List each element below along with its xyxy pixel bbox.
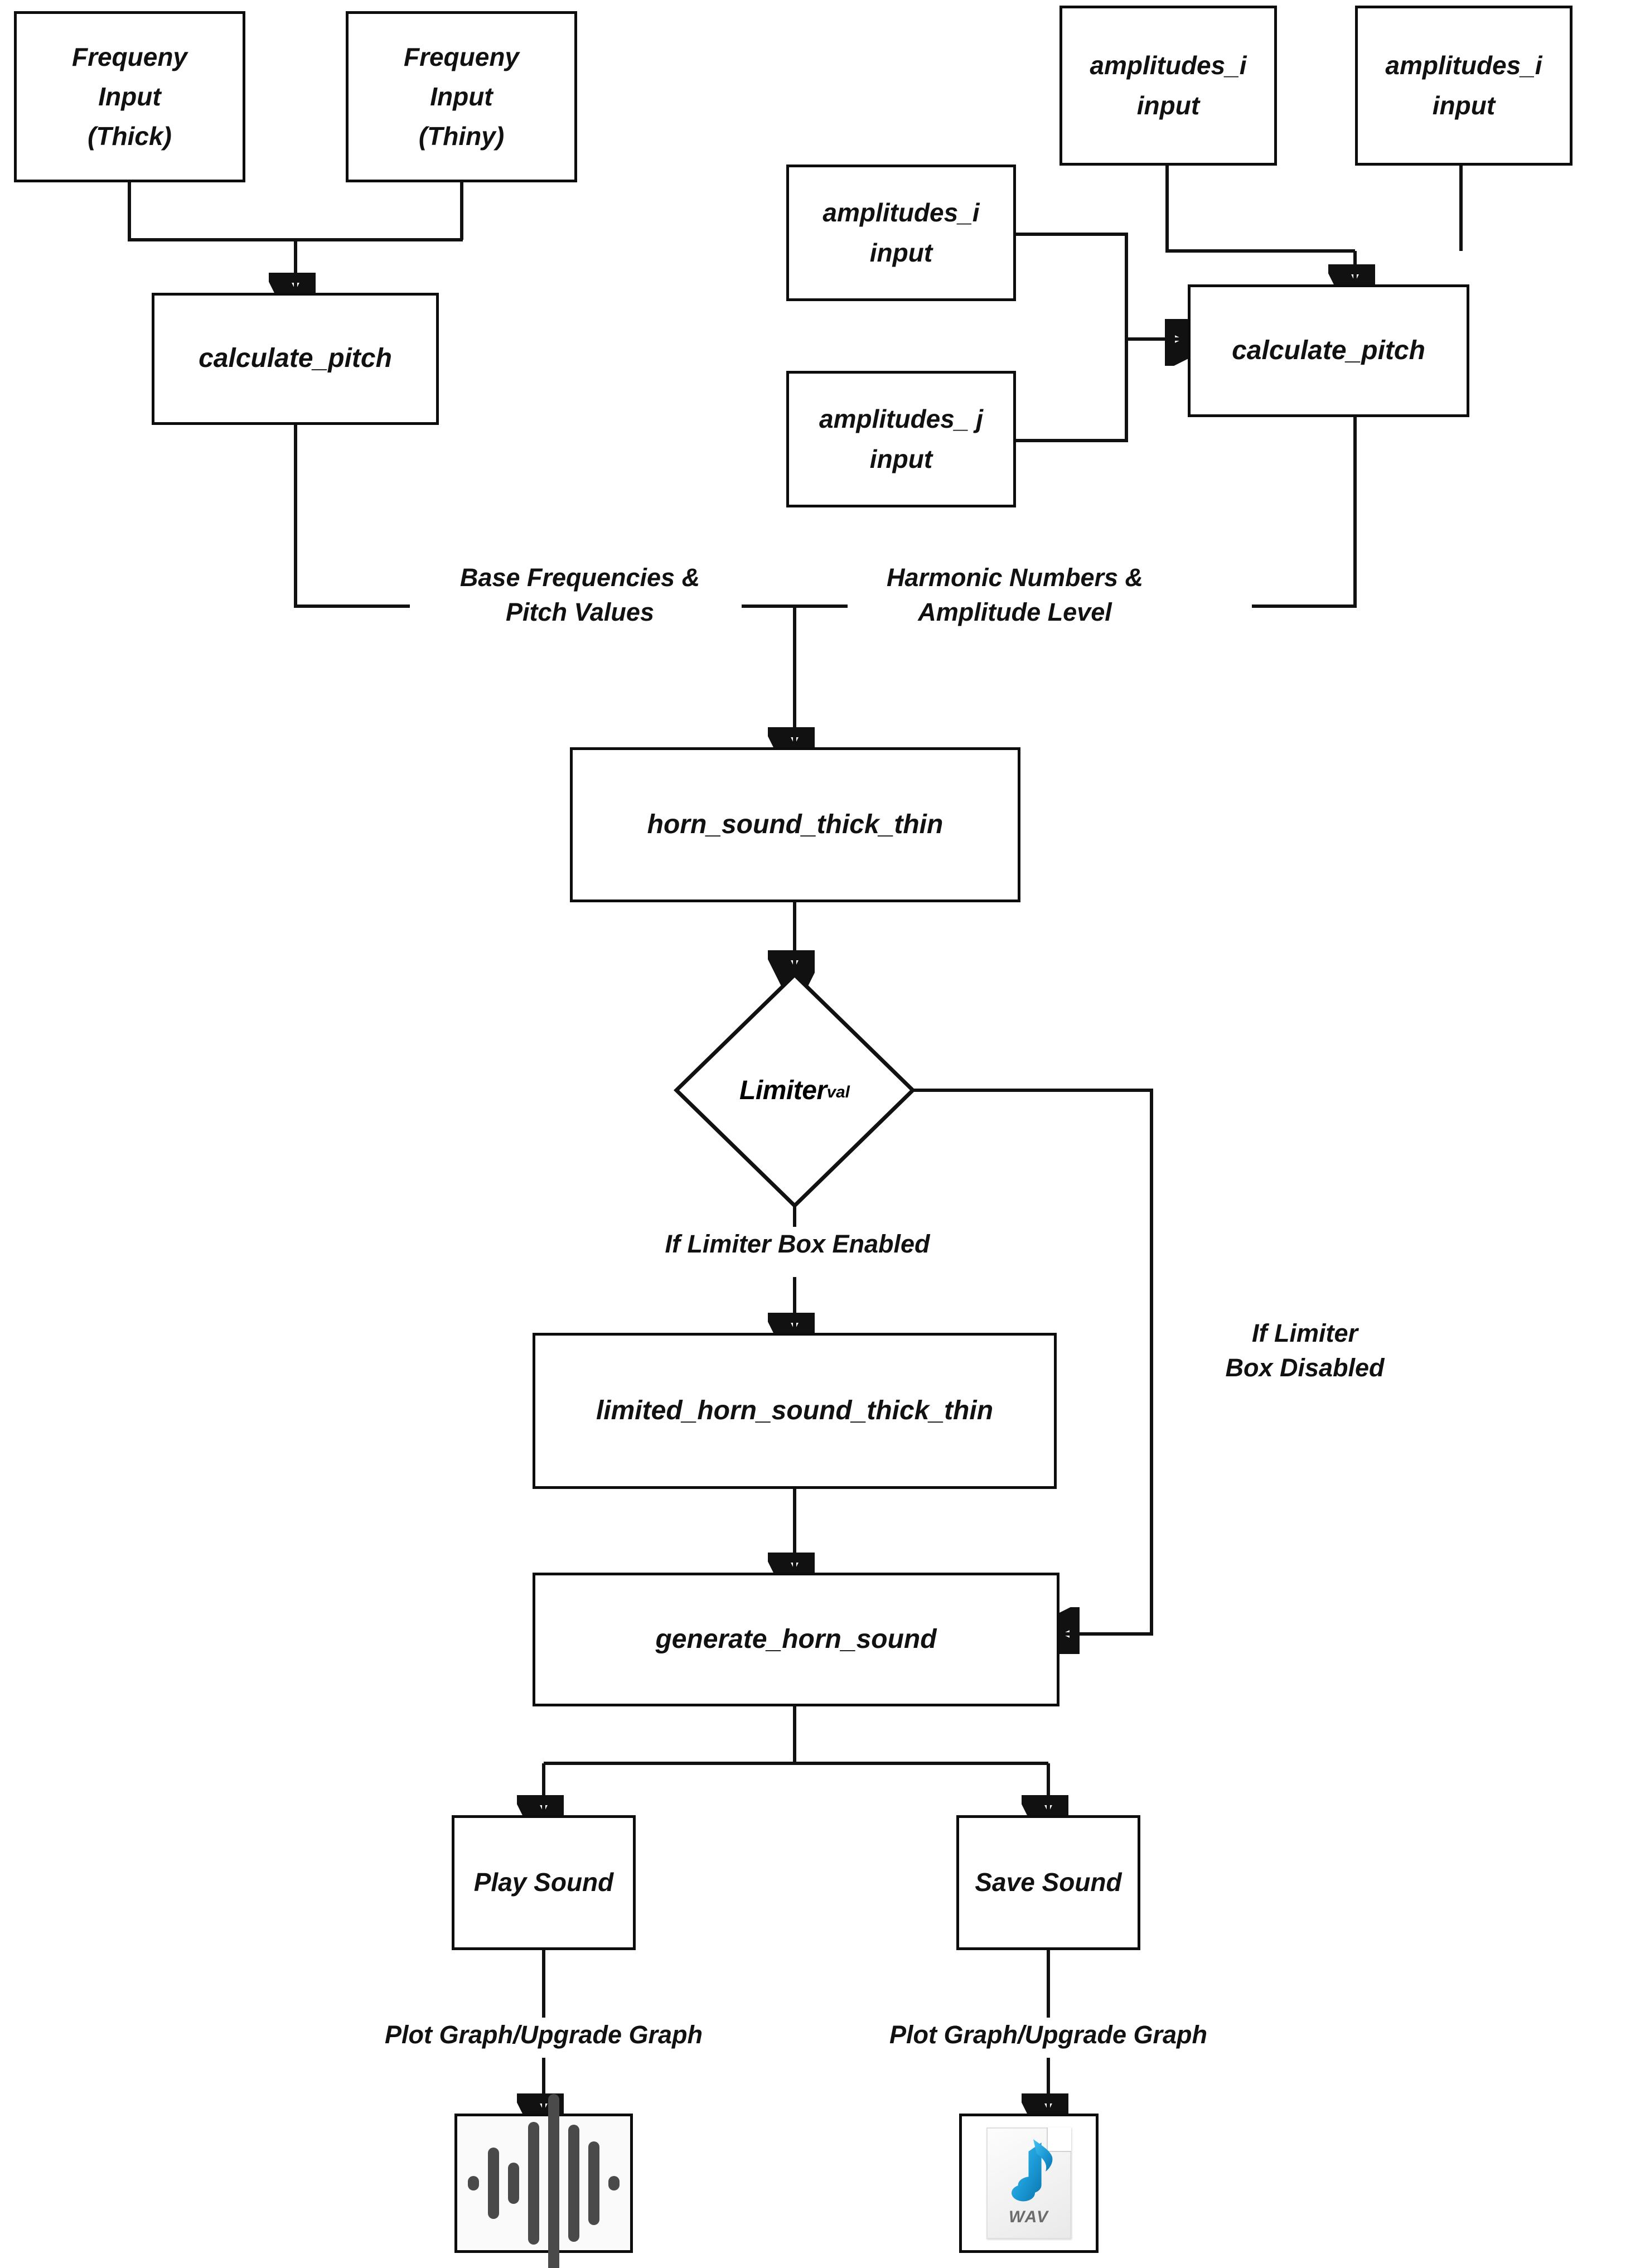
node-calculate-pitch-left[interactable]: calculate_pitch <box>152 293 439 425</box>
wav-file-icon: WAV <box>962 2116 1096 2250</box>
node-wav-file-output[interactable]: WAV <box>959 2114 1099 2253</box>
edge-label-plot-graph-right: Plot Graph/Upgrade Graph <box>889 2020 1208 2049</box>
waveform-bar <box>608 2176 620 2190</box>
page-fold-corner <box>1047 2127 1071 2152</box>
wire-calcpitch-left-out <box>294 425 410 608</box>
limiter-text: Limiter <box>739 1075 827 1105</box>
node-amplitudes-i-input-top-left[interactable]: amplitudes_i input <box>1059 6 1277 166</box>
node-generate-horn-sound[interactable]: generate_horn_sound <box>533 1573 1059 1706</box>
waveform-bar <box>508 2163 519 2204</box>
node-amplitudes-j-input-mid[interactable]: amplitudes_ j input <box>786 371 1016 507</box>
waveform-icon <box>457 2094 630 2268</box>
edge-label-limiter-disabled: If Limiter Box Disabled <box>1225 1319 1385 1382</box>
edge-label-plot-graph-left: Plot Graph/Upgrade Graph <box>384 2020 703 2049</box>
wire-freqthick-to-calcpitch <box>128 182 463 241</box>
waveform-bar <box>588 2141 599 2225</box>
waveform-bar <box>468 2176 479 2190</box>
edge-label-base-frequencies: Base Frequencies & Pitch Values <box>459 563 700 627</box>
wire-ampitop1-down <box>1165 166 1355 253</box>
node-save-sound[interactable]: Save Sound <box>956 1815 1140 1950</box>
node-horn-sound-thick-thin[interactable]: horn_sound_thick_thin <box>570 747 1020 902</box>
limiter-subscript: val <box>826 1083 850 1101</box>
node-calculate-pitch-right[interactable]: calculate_pitch <box>1188 284 1469 417</box>
waveform-bar <box>528 2122 539 2245</box>
music-note-icon <box>988 2136 1070 2203</box>
waveform-bar <box>488 2148 499 2219</box>
edge-label-limiter-enabled: If Limiter Box Enabled <box>665 1230 930 1258</box>
diamond-shape <box>673 972 916 1208</box>
node-frequency-input-thiny[interactable]: Frequeny Input (Thiny) <box>346 11 577 182</box>
wav-label: WAV <box>1008 2207 1049 2226</box>
wav-document-shape: WAV <box>986 2127 1071 2239</box>
node-frequency-input-thick[interactable]: Frequeny Input (Thick) <box>14 11 245 182</box>
node-waveform-output[interactable] <box>454 2094 633 2268</box>
node-limited-horn-sound-thick-thin[interactable]: limited_horn_sound_thick_thin <box>533 1333 1057 1489</box>
wire-ampimid-right <box>1015 233 1128 339</box>
wire-calcpitch-right-out <box>1252 417 1357 608</box>
wire-ampjmid-right <box>1015 339 1128 442</box>
node-play-sound[interactable]: Play Sound <box>452 1815 636 1950</box>
waveform-bar <box>568 2125 579 2242</box>
node-amplitudes-i-input-top-right[interactable]: amplitudes_i input <box>1355 6 1573 166</box>
node-amplitudes-i-input-mid[interactable]: amplitudes_i input <box>786 165 1016 301</box>
edge-label-harmonic-numbers: Harmonic Numbers & Amplitude Level <box>886 563 1144 627</box>
waveform-bar <box>548 2094 559 2268</box>
